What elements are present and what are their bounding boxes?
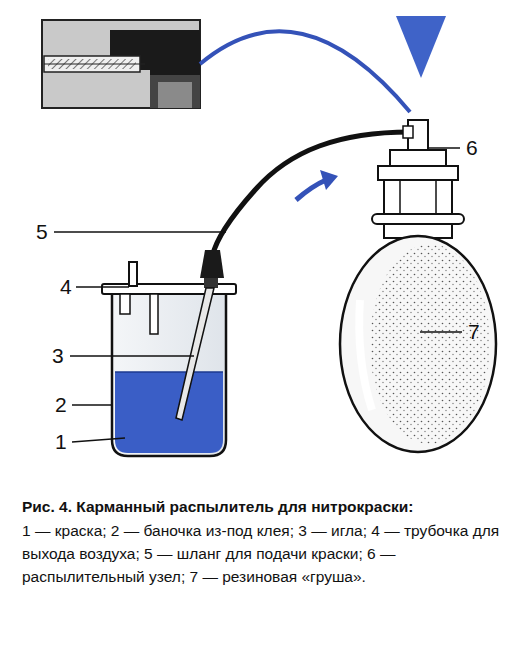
spray-cone <box>396 16 446 78</box>
paint-hose <box>212 132 410 258</box>
detail-inset <box>42 20 200 108</box>
callout-number: 7 <box>468 321 480 342</box>
glue-jar <box>102 250 236 456</box>
figure-title: Рис. 4. Карманный распылитель для нитрок… <box>22 495 502 518</box>
callout-number: 4 <box>60 276 72 297</box>
spray-head <box>372 120 464 238</box>
callout-number: 5 <box>36 221 48 242</box>
callout-number: 3 <box>52 345 64 366</box>
callout-curve <box>200 31 410 112</box>
leader-lines <box>54 148 462 442</box>
flow-arrow <box>296 170 338 200</box>
callout-number: 1 <box>55 431 67 452</box>
callout-number: 6 <box>466 137 478 158</box>
rubber-bulb <box>340 236 496 452</box>
callout-number: 2 <box>55 394 67 415</box>
figure-caption: 1 — краска; 2 — баночка из-под клея; 3 —… <box>22 519 502 588</box>
